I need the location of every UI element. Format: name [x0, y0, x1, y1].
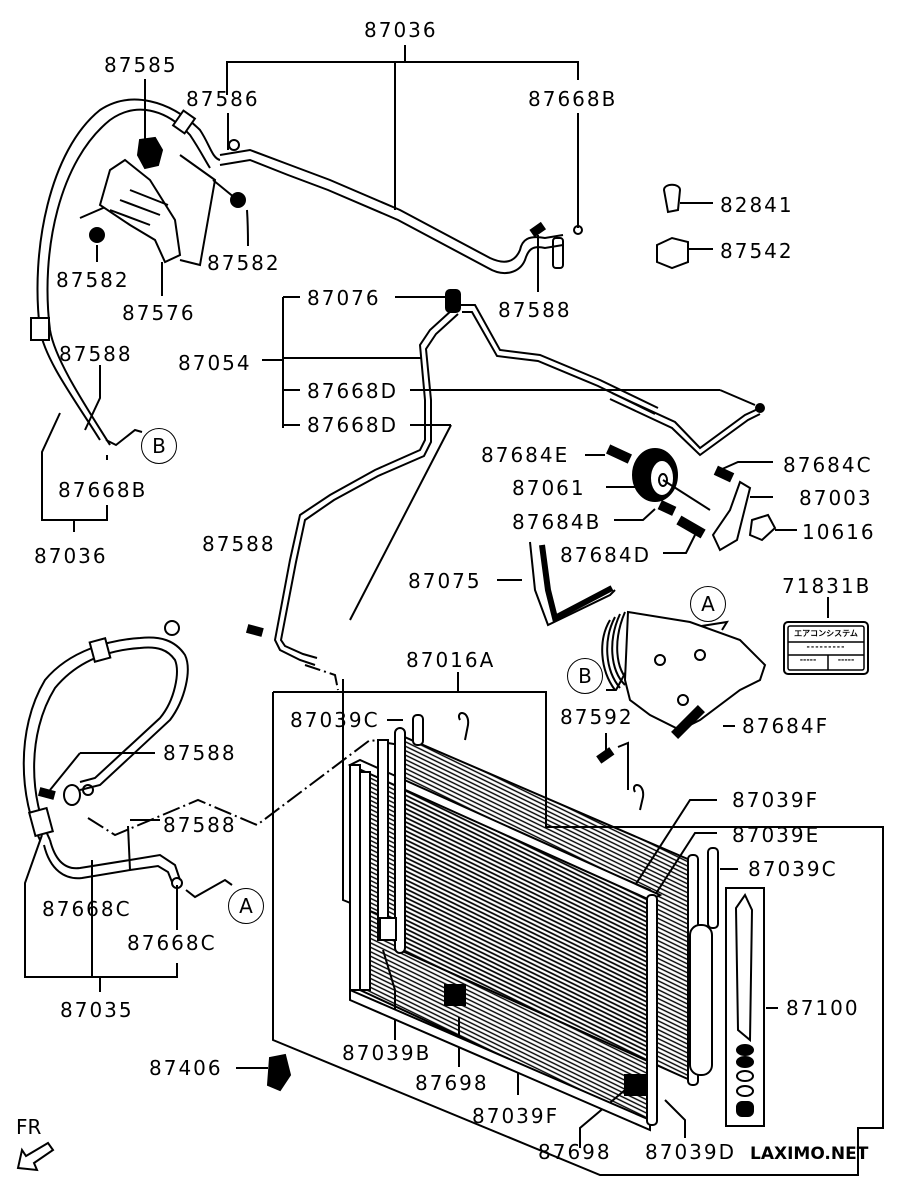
liquid-pipe-87054 — [275, 290, 764, 665]
part-label-87668D-2[interactable]: 87668D — [307, 413, 399, 437]
part-label-87698-1[interactable]: 87698 — [415, 1071, 489, 1095]
label-plate-text: エアコンシステム --------- ----- ----- — [788, 627, 864, 667]
part-label-71831B[interactable]: 71831B — [782, 574, 872, 598]
part-label-87582-left[interactable]: 87582 — [56, 268, 130, 292]
part-label-87039F-top[interactable]: 87039F — [732, 788, 820, 812]
part-label-87684C[interactable]: 87684C — [783, 453, 873, 477]
part-label-87039D[interactable]: 87039D — [645, 1140, 737, 1164]
discharge-pipe-87036 — [220, 150, 582, 273]
part-label-87076[interactable]: 87076 — [307, 286, 381, 310]
part-label-87586[interactable]: 87586 — [186, 87, 260, 111]
label-plate-row2-left: ----- — [799, 655, 817, 664]
part-label-87003[interactable]: 87003 — [799, 486, 873, 510]
hose-87035 — [24, 621, 188, 888]
part-label-87668B-top[interactable]: 87668B — [528, 87, 618, 111]
part-label-87588-low2[interactable]: 87588 — [163, 813, 237, 837]
part-label-87668C-1[interactable]: 87668C — [42, 897, 132, 921]
part-label-10616[interactable]: 10616 — [802, 520, 876, 544]
part-label-87039E[interactable]: 87039E — [732, 823, 821, 847]
part-label-87576[interactable]: 87576 — [122, 301, 196, 325]
part-label-87016A[interactable]: 87016A — [406, 648, 496, 672]
part-label-87585[interactable]: 87585 — [104, 53, 178, 77]
part-label-87054[interactable]: 87054 — [178, 351, 252, 375]
part-label-87684F[interactable]: 87684F — [742, 714, 830, 738]
part-label-87588-top[interactable]: 87588 — [498, 298, 572, 322]
label-plate-71831B — [784, 622, 868, 674]
parts-small — [39, 138, 775, 1090]
suction-hose-87036 — [31, 100, 220, 445]
part-label-87039C-top[interactable]: 87039C — [290, 708, 380, 732]
part-label-87100[interactable]: 87100 — [786, 996, 860, 1020]
front-direction-label: FR — [16, 1115, 42, 1139]
part-label-87698-2[interactable]: 87698 — [538, 1140, 612, 1164]
part-label-87668B-left[interactable]: 87668B — [58, 478, 148, 502]
part-label-87588-low1[interactable]: 87588 — [163, 741, 237, 765]
label-plate-row2-right: ----- — [837, 655, 855, 664]
part-label-87684D[interactable]: 87684D — [560, 543, 652, 567]
part-label-87035[interactable]: 87035 — [60, 998, 134, 1022]
callout-B-compressor: B — [567, 658, 603, 694]
part-label-87588-mid[interactable]: 87588 — [202, 532, 276, 556]
front-direction-arrow-icon — [18, 1143, 53, 1170]
part-label-87039C-right[interactable]: 87039C — [748, 857, 838, 881]
part-label-87036-top[interactable]: 87036 — [364, 18, 438, 42]
part-label-87039F-bottom[interactable]: 87039F — [472, 1104, 560, 1128]
part-label-87061[interactable]: 87061 — [512, 476, 586, 500]
part-label-87039B[interactable]: 87039B — [342, 1041, 432, 1065]
part-label-82841[interactable]: 82841 — [720, 193, 794, 217]
part-label-87075[interactable]: 87075 — [408, 569, 482, 593]
label-plate-heading: エアコンシステム — [794, 629, 858, 638]
condenser-87016A — [350, 713, 718, 1130]
part-label-87036-left[interactable]: 87036 — [34, 544, 108, 568]
label-plate-row1: --------- — [806, 642, 846, 651]
part-label-87668D-1[interactable]: 87668D — [307, 379, 399, 403]
compressor-icon — [602, 612, 765, 730]
callout-A-compressor: A — [690, 586, 726, 622]
part-label-87684E[interactable]: 87684E — [481, 443, 570, 467]
receiver-kit-87100 — [726, 888, 764, 1126]
callout-A-lower: A — [228, 888, 264, 924]
part-label-87542[interactable]: 87542 — [720, 239, 794, 263]
part-label-87588-left[interactable]: 87588 — [59, 342, 133, 366]
part-label-87406[interactable]: 87406 — [149, 1056, 223, 1080]
watermark: LAXIMO.NET — [750, 1144, 869, 1164]
callout-B-upper: B — [141, 428, 177, 464]
part-label-87668C-2[interactable]: 87668C — [127, 931, 217, 955]
part-label-87592[interactable]: 87592 — [560, 705, 634, 729]
part-label-87582-right[interactable]: 87582 — [207, 251, 281, 275]
part-label-87684B[interactable]: 87684B — [512, 510, 602, 534]
